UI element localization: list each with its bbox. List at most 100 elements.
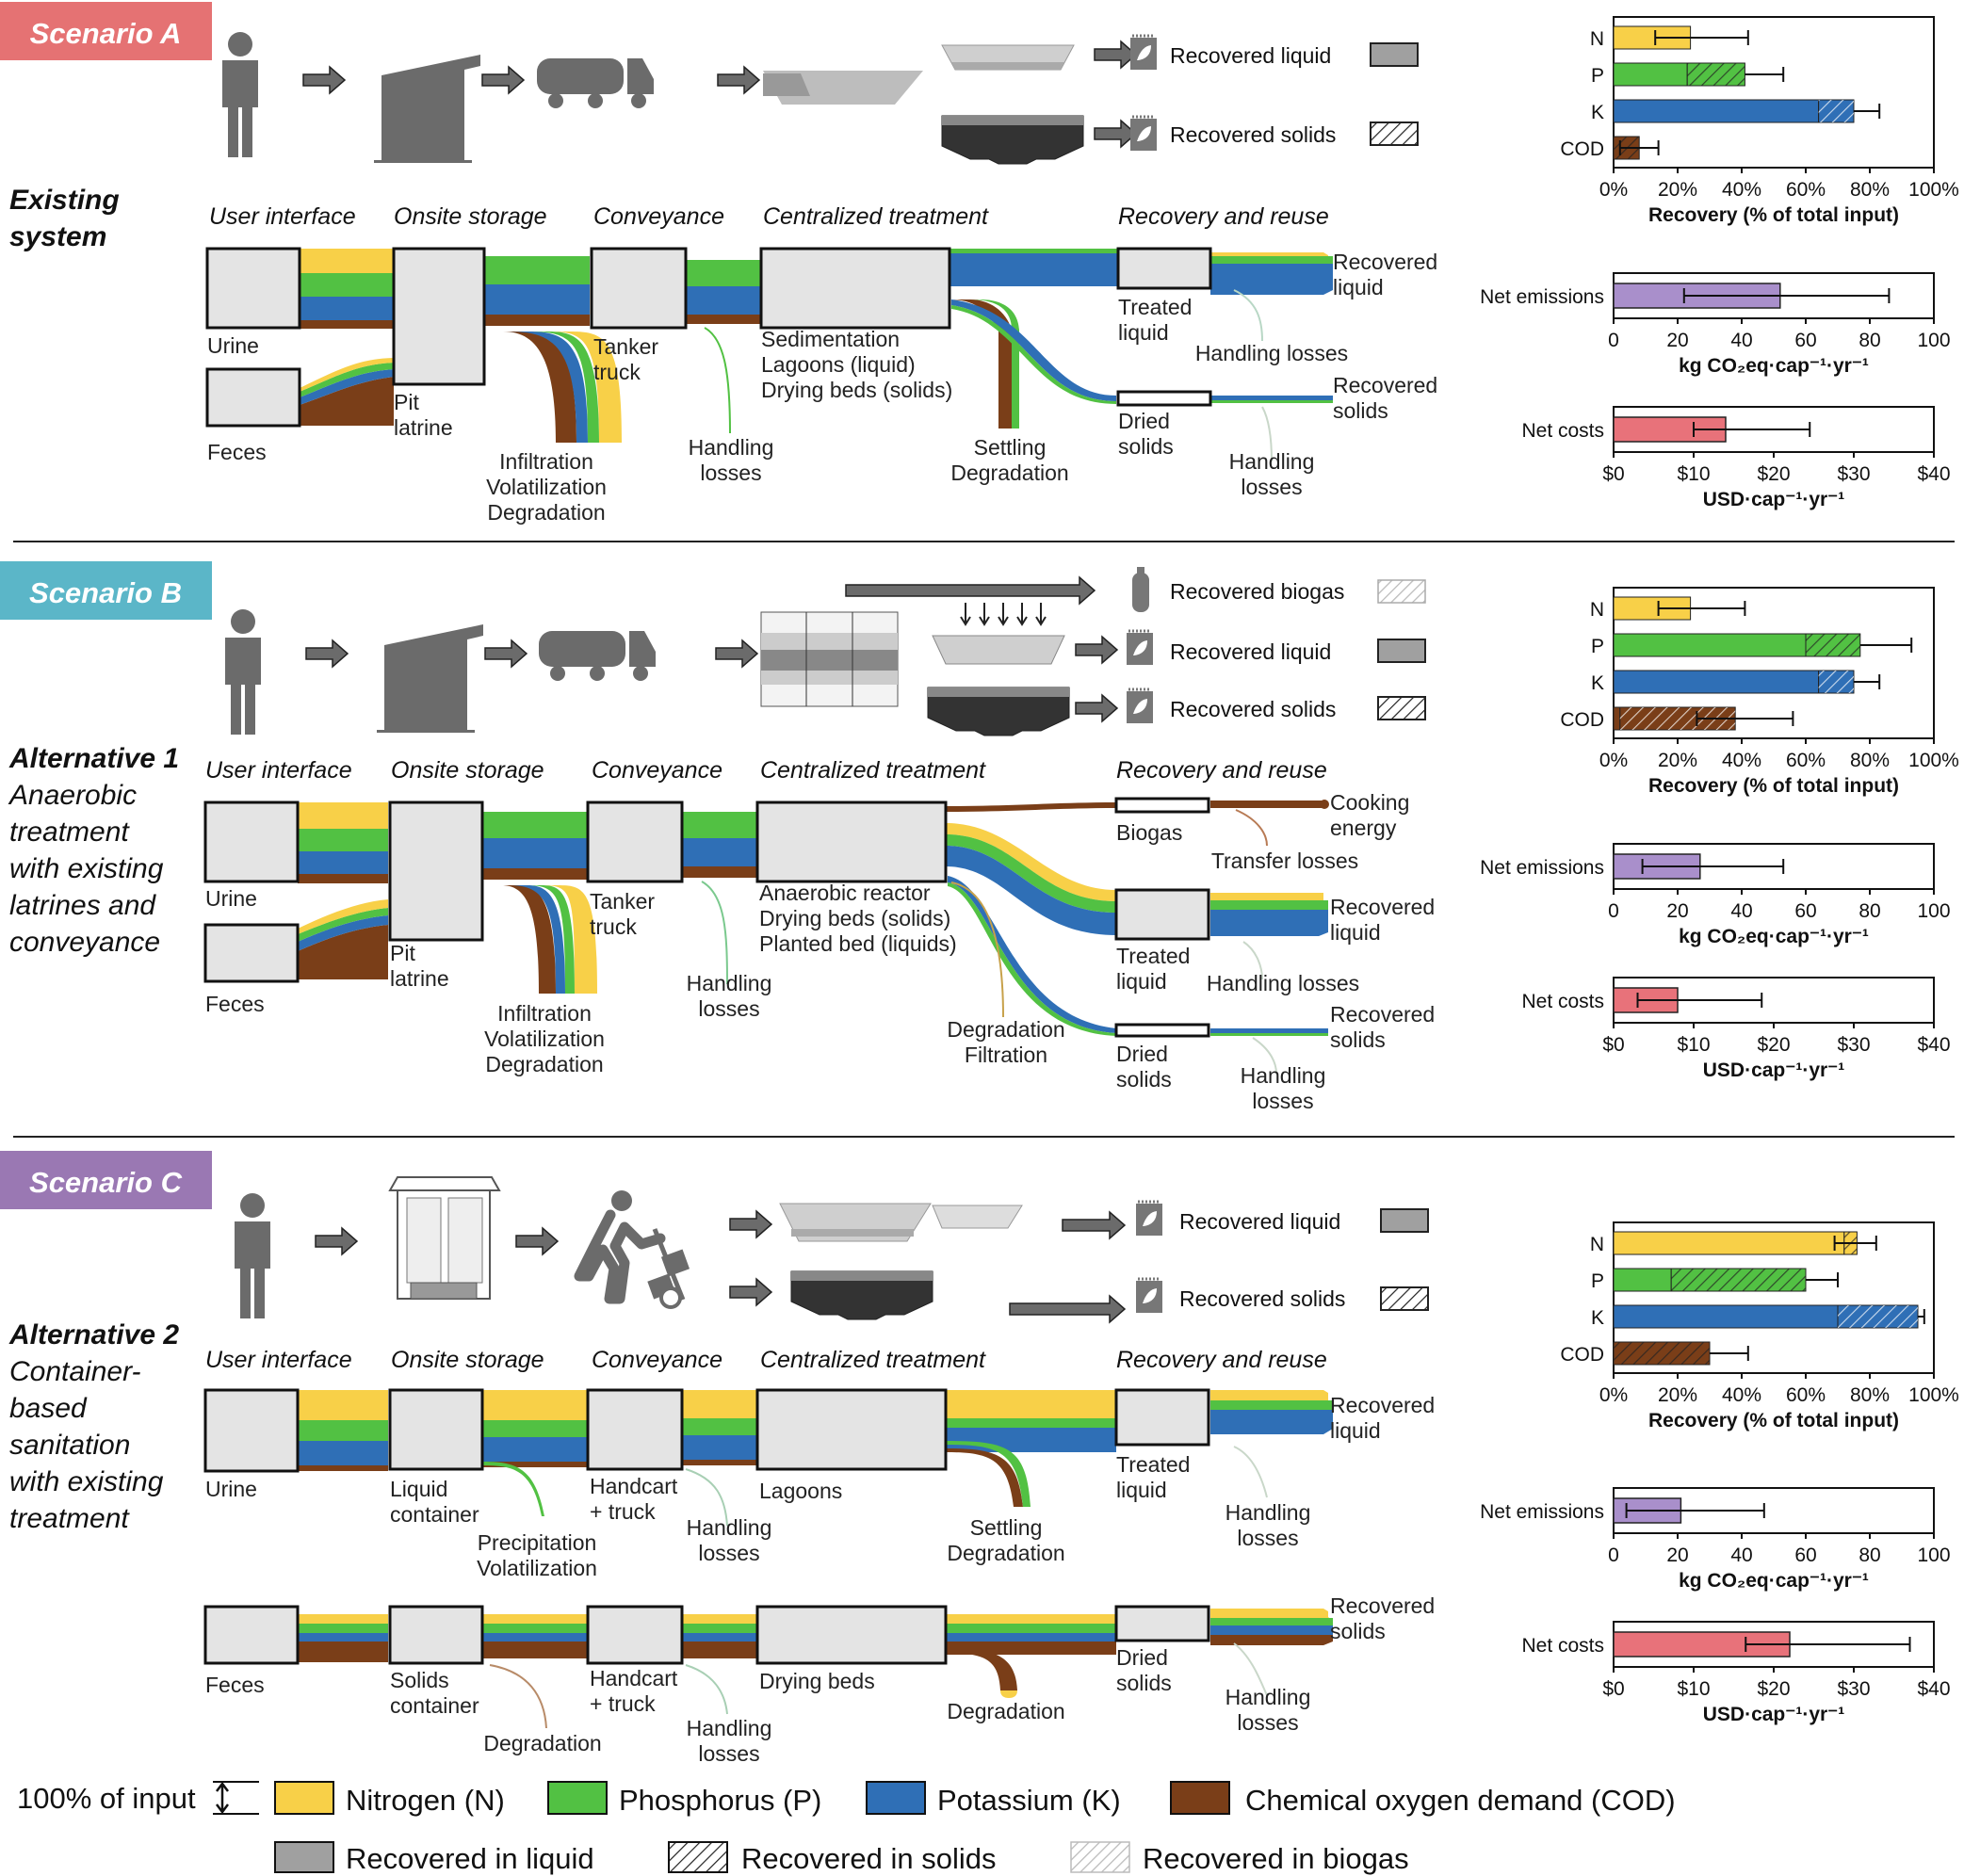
- scenario-c-badge: [0, 1151, 212, 1209]
- flow-label: Recovered: [1333, 250, 1437, 274]
- flow-label: Recovered: [1330, 1593, 1435, 1618]
- sedimentation-tank-icon: [763, 71, 923, 105]
- feces-box: [205, 367, 301, 428]
- flow-label: Planted bed (liquids): [759, 931, 957, 956]
- leader-line: [1233, 289, 1263, 342]
- system-name: Container-: [9, 1356, 141, 1387]
- flow-label: losses: [1252, 1089, 1313, 1113]
- system-name: with existing: [9, 1466, 164, 1497]
- tick-label: 40: [1730, 330, 1752, 351]
- chart-frame: [1613, 587, 1935, 739]
- tick-label: 20%: [1658, 179, 1697, 201]
- flow-label: Volatilization: [477, 1556, 597, 1580]
- tick-label: $40: [1917, 1034, 1950, 1056]
- flow-label: Biogas: [1116, 820, 1182, 845]
- leader-line: [701, 881, 728, 985]
- legend-swatch-p: [547, 1781, 608, 1815]
- tick-label: 20: [1666, 1544, 1688, 1566]
- flow-label: Urine: [207, 333, 259, 358]
- legend-swatch-cod: [1170, 1781, 1230, 1815]
- category-label: COD: [1560, 709, 1604, 731]
- category-label: Net emissions: [1480, 857, 1604, 879]
- arrow-icon: [305, 639, 349, 668]
- chart-frame: [1613, 1221, 1935, 1374]
- tick-label: $40: [1917, 1678, 1950, 1700]
- flow-label: Volatilization: [486, 475, 607, 499]
- tick-label: 100%: [1908, 750, 1959, 771]
- arrow-icon: [484, 639, 528, 668]
- flow-label: liquid: [1330, 1418, 1381, 1443]
- system-name: Anaerobic: [8, 780, 137, 811]
- flow-label: Lagoons: [759, 1479, 842, 1503]
- flow-label: Recovered: [1330, 1002, 1435, 1027]
- flow-label: latrine: [390, 966, 449, 991]
- solids-swatch: [1370, 121, 1419, 146]
- stage-label: Conveyance: [593, 203, 724, 230]
- category-label: P: [1591, 65, 1604, 87]
- bar-k: [1613, 1304, 1839, 1329]
- leader-line: [1242, 941, 1263, 980]
- scenario-b-badge: [0, 561, 212, 620]
- lagoon-icon: [779, 1203, 1023, 1242]
- flow-label: Precipitation: [478, 1530, 597, 1555]
- flow-label: Lagoons (liquid): [761, 352, 916, 377]
- category-label: Net costs: [1521, 1635, 1604, 1657]
- product-label: Recovered liquid: [1179, 1209, 1340, 1234]
- system-name: Alternative 1: [8, 743, 179, 774]
- legend-swatch-solids: [668, 1841, 728, 1873]
- arrow-icon: [1062, 1210, 1127, 1240]
- product-label: Recovered biogas: [1170, 579, 1344, 604]
- flow-label: liquid: [1333, 275, 1384, 299]
- scenario-b-title: Scenario B: [29, 576, 182, 609]
- flow-label: Handling: [1229, 449, 1315, 474]
- solids-swatch: [1380, 1286, 1429, 1311]
- urine-box: [203, 1388, 300, 1473]
- stage-label: User interface: [205, 757, 352, 784]
- fertilizer-bag-icon: [1128, 115, 1159, 153]
- bar-p: [1613, 1268, 1672, 1292]
- arrow-icon: [1094, 40, 1137, 69]
- axis-title: USD·cap⁻¹·yr⁻¹: [1703, 489, 1845, 510]
- solids-container-box: [388, 1605, 484, 1665]
- flow-label: Transfer losses: [1211, 849, 1358, 873]
- tick-label: 40: [1730, 900, 1752, 922]
- product-label: Recovered solids: [1170, 697, 1336, 721]
- flow-label: losses: [700, 461, 761, 485]
- biogas-arrow-icon: [845, 575, 1096, 606]
- axis-title: kg CO₂eq·cap⁻¹·yr⁻¹: [1679, 926, 1869, 947]
- flow-label: losses: [1237, 1710, 1298, 1735]
- flow-label: Degradation: [487, 500, 605, 525]
- lagoons-box: [755, 1388, 948, 1471]
- tick-label: 100%: [1908, 179, 1959, 201]
- legend-label: Recovered in liquid: [346, 1842, 594, 1875]
- flow-label: Handling: [689, 435, 774, 460]
- bar-hatch: [1818, 671, 1854, 693]
- flow-label: losses: [698, 996, 759, 1021]
- legend-label: Potassium (K): [937, 1784, 1121, 1817]
- flow-label: Handcart: [590, 1666, 678, 1690]
- system-name: based: [9, 1393, 88, 1424]
- anaerobic-reactor-icon: [760, 611, 899, 707]
- tick-label: 0%: [1599, 179, 1628, 201]
- flow-label: + truck: [590, 1691, 656, 1716]
- flow-label: Sedimentation: [761, 327, 900, 351]
- flow-label: solids: [1330, 1619, 1386, 1643]
- arrow-icon: [515, 1227, 559, 1255]
- axis-title: Recovery (% of total input): [1648, 1410, 1899, 1431]
- process-boxes: [203, 1388, 1210, 1665]
- stage-label: Onsite storage: [391, 1347, 544, 1373]
- category-label: Net costs: [1521, 420, 1604, 442]
- treatment-box: [759, 247, 951, 330]
- flow-label: Recovered: [1330, 895, 1435, 919]
- axis-title: kg CO₂eq·cap⁻¹·yr⁻¹: [1679, 355, 1869, 377]
- arrow-icon: [1075, 636, 1118, 664]
- tick-label: 100: [1917, 1544, 1950, 1566]
- process-boxes: [203, 797, 1210, 1038]
- flow-label: losses: [698, 1741, 759, 1766]
- bar-hatch: [1671, 1269, 1806, 1291]
- axis-title: USD·cap⁻¹·yr⁻¹: [1703, 1059, 1845, 1081]
- drying-beds-box: [755, 1605, 948, 1665]
- pit-latrine-box: [392, 247, 486, 386]
- legend-swatch-liquid: [274, 1841, 334, 1873]
- charts-area: 0%20%40%60%80%100%Recovery (% of total i…: [1480, 16, 1959, 1725]
